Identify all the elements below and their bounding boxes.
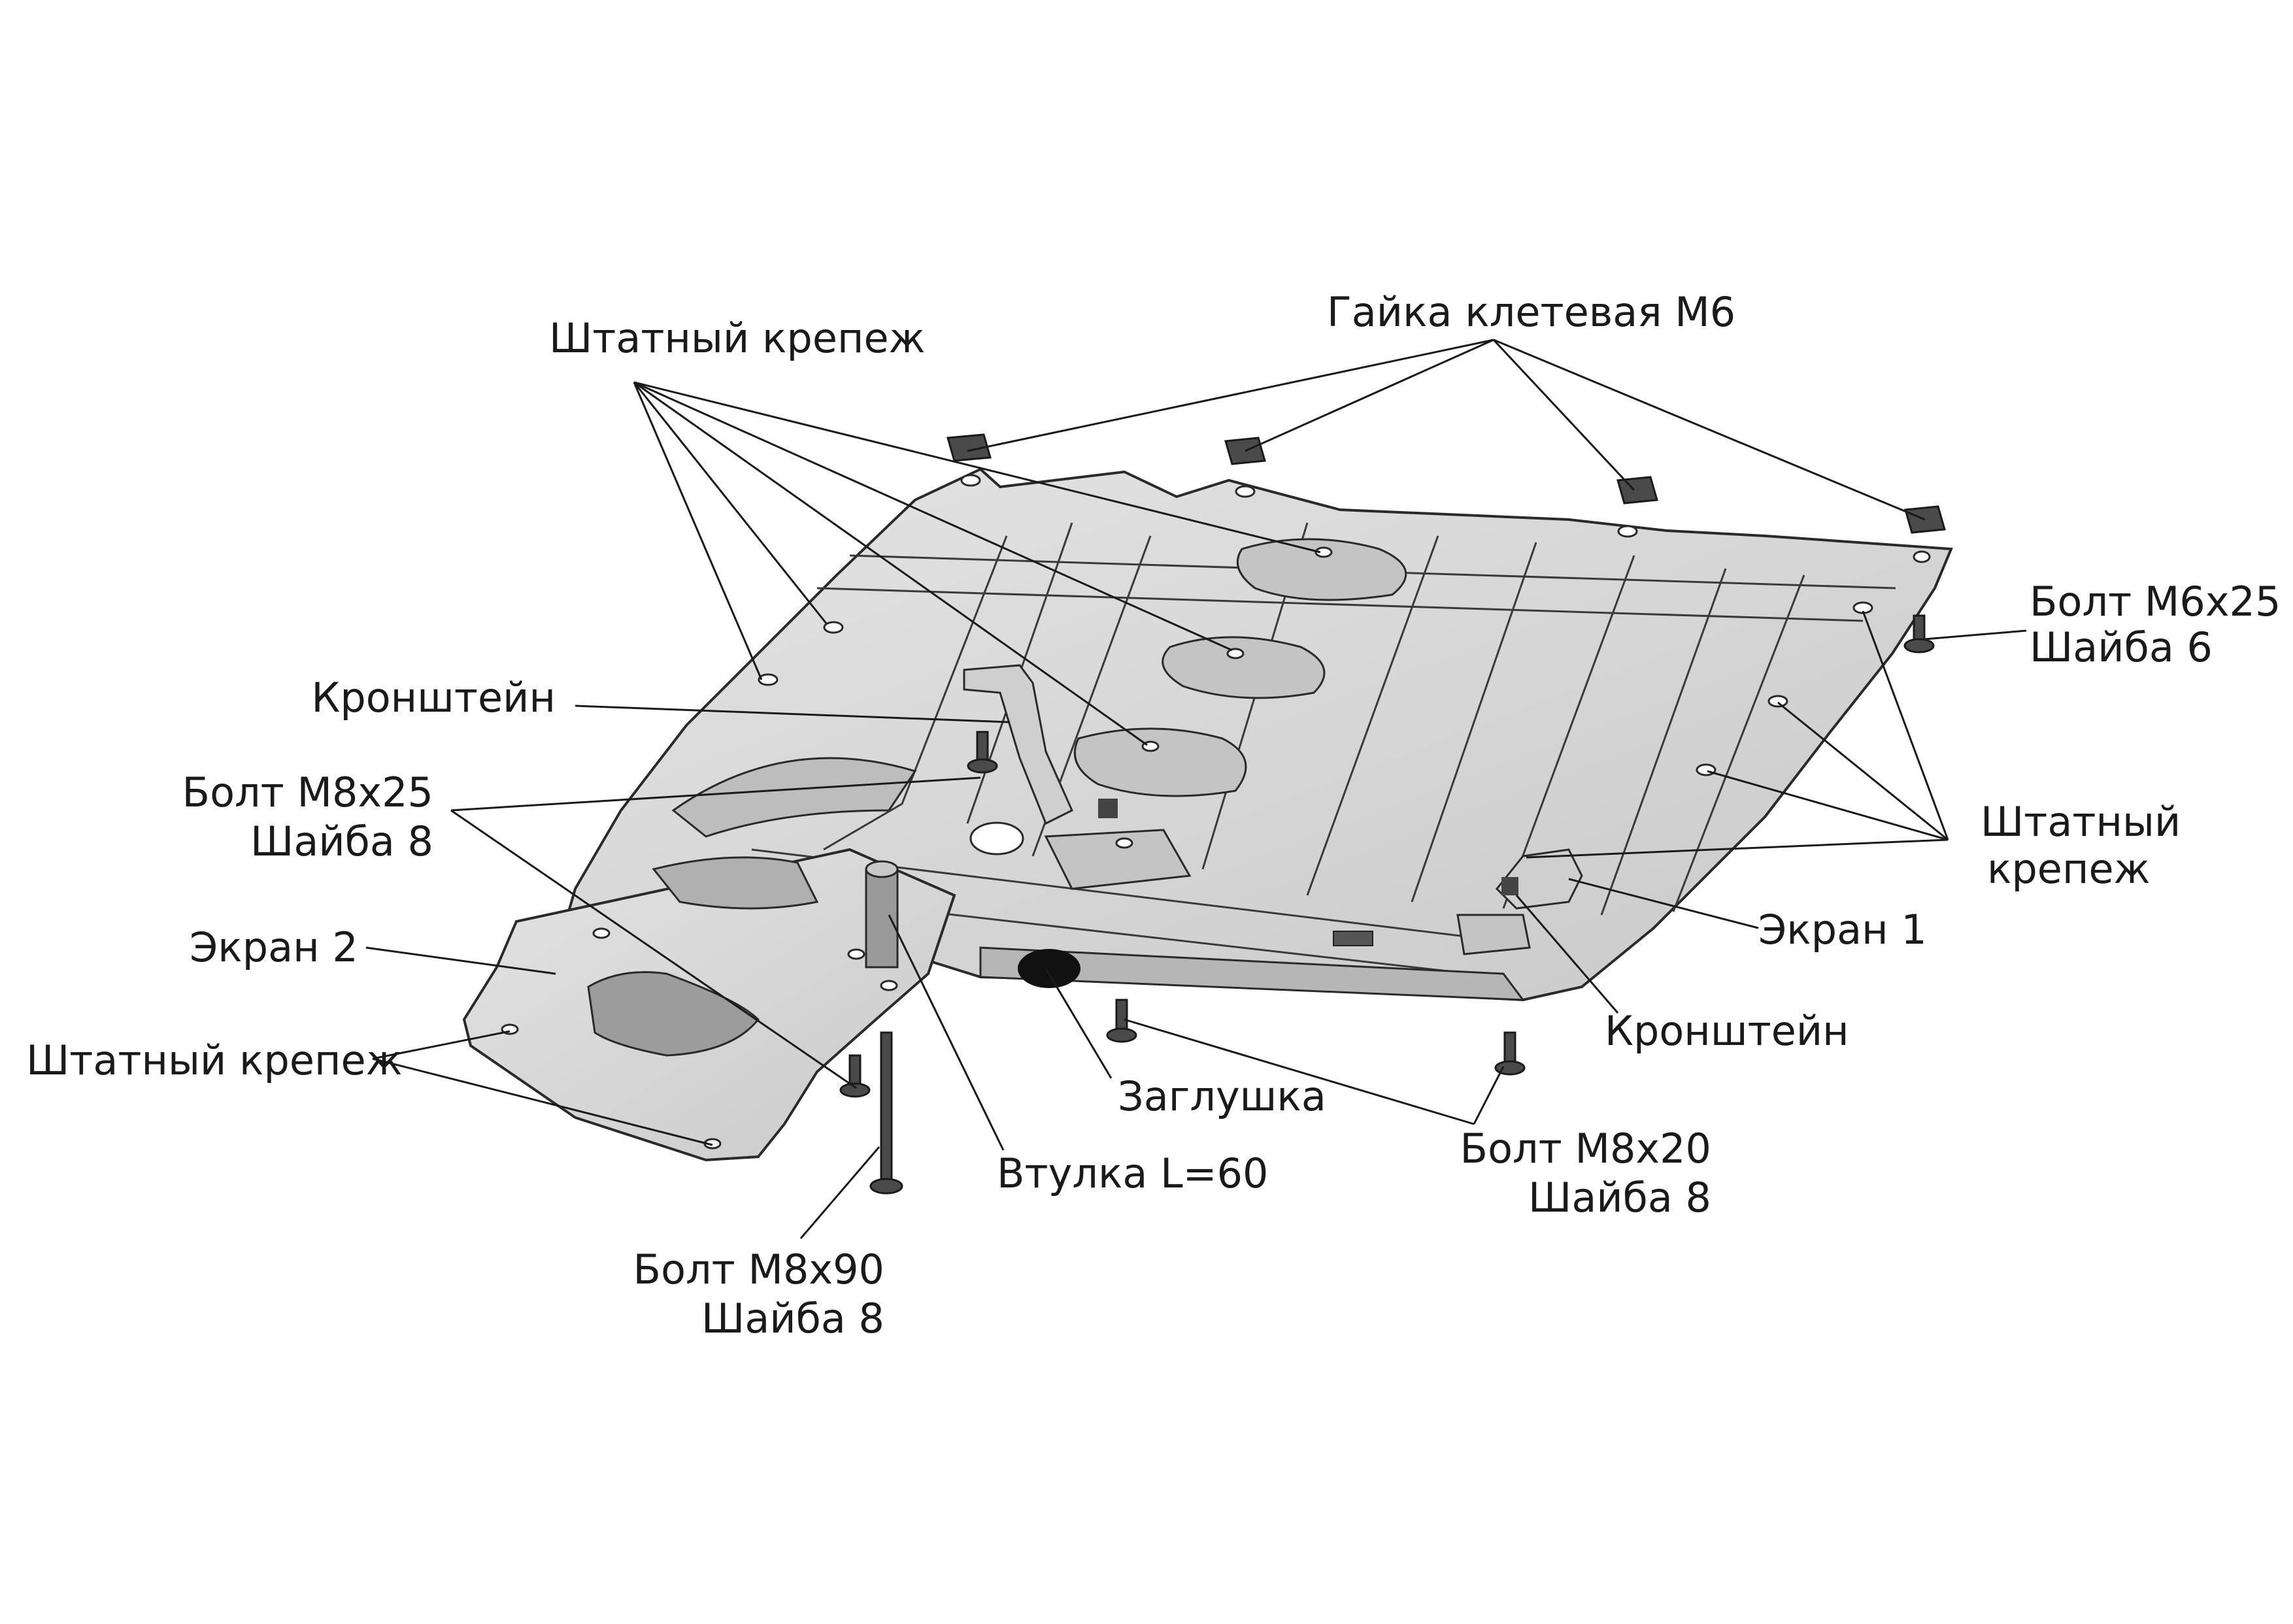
- label-cage-nut-m6: Гайка клетевая М6: [1327, 288, 1736, 336]
- leader-lines: [365, 339, 2027, 1239]
- label-standard-fasteners-right-1: Штатный: [1981, 798, 2181, 846]
- sleeve-part: [865, 860, 899, 969]
- label-bolt-m8x90: Болт М8х90: [633, 1246, 884, 1293]
- label-standard-fasteners-right-2: крепеж: [1987, 845, 2151, 893]
- screen-1-plate: [567, 467, 1953, 1002]
- label-washer-6: Шайба 6: [2030, 623, 2213, 671]
- screen-2-plate: [462, 848, 956, 1162]
- label-bolt-m8x25: Болт М8х25: [182, 769, 433, 816]
- plug-part: [1018, 949, 1080, 988]
- label-sleeve-l60: Втулка L=60: [997, 1150, 1269, 1197]
- label-screen-2: Экран 2: [190, 923, 358, 971]
- label-bolt-m8x20: Болт М8х20: [1460, 1125, 1711, 1172]
- label-standard-fasteners-left: Штатный крепеж: [26, 1036, 403, 1084]
- label-standard-fasteners-top: Штатный крепеж: [549, 314, 926, 362]
- label-washer-8-b: Шайба 8: [1528, 1174, 1711, 1221]
- label-plug: Заглушка: [1118, 1072, 1326, 1120]
- bolts: [839, 614, 1935, 1195]
- label-screen-1: Экран 1: [1758, 906, 1927, 953]
- label-bracket-right: Кронштейн: [1605, 1007, 1849, 1055]
- label-washer-8-a: Шайба 8: [250, 818, 433, 865]
- label-bracket-left: Кронштейн: [311, 674, 556, 721]
- bracket-right-part: [1495, 848, 1583, 910]
- bracket-left-part: [963, 664, 1118, 825]
- label-washer-8-c: Шайба 8: [701, 1295, 884, 1342]
- label-bolt-m6x25: Болт М6х25: [2030, 578, 2281, 625]
